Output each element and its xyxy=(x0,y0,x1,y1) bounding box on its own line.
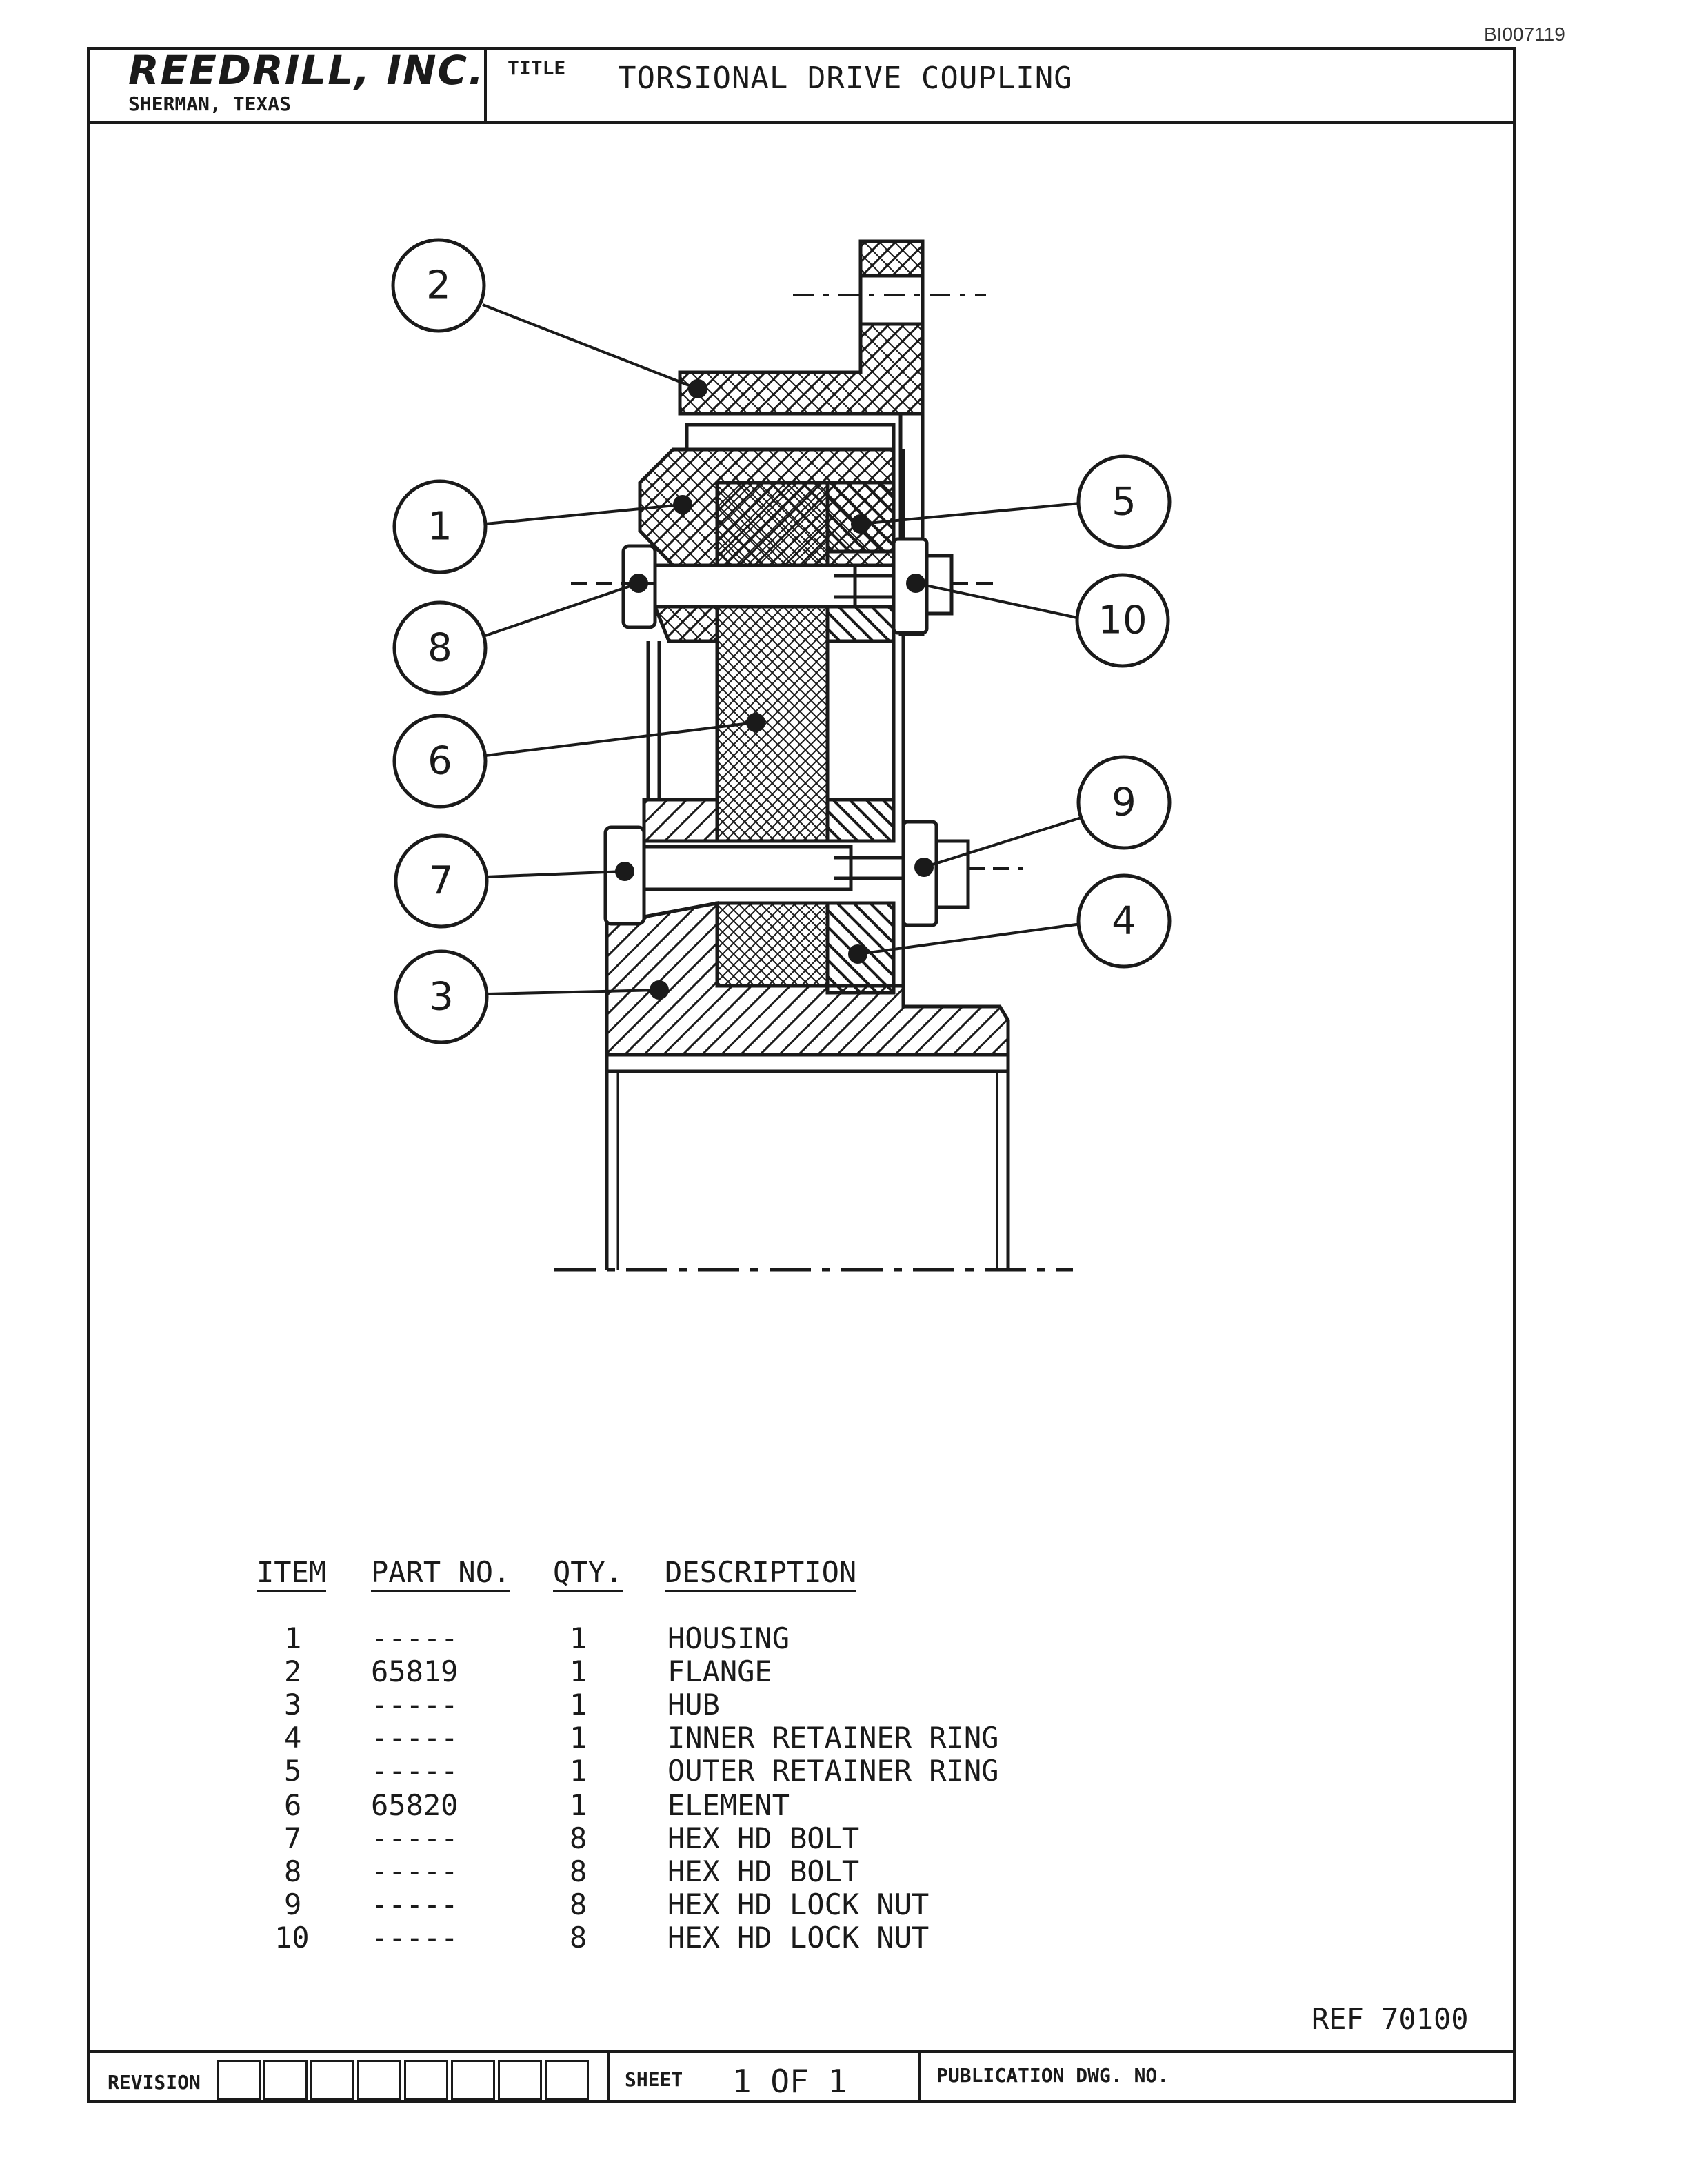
parts-cell-qty: 8 xyxy=(570,1888,587,1921)
revision-box xyxy=(498,2060,542,2100)
parts-cell-part-no: ----- xyxy=(371,1688,459,1721)
revision-box xyxy=(357,2060,401,2100)
publication-divider xyxy=(918,2050,921,2103)
callout-9: 9 xyxy=(1112,780,1136,825)
company-location: SHERMAN, TEXAS xyxy=(128,92,292,115)
parts-cell-description: HEX HD LOCK NUT xyxy=(667,1888,930,1921)
parts-cell-qty: 8 xyxy=(570,1821,587,1855)
sheet-value: 1 OF 1 xyxy=(732,2063,847,2100)
parts-header-description: DESCRIPTION xyxy=(665,1555,857,1593)
parts-cell-description: INNER RETAINER RING xyxy=(667,1721,999,1755)
parts-cell-qty: 8 xyxy=(570,1921,587,1954)
parts-cell-item: 4 xyxy=(284,1721,302,1755)
parts-header-part-no: PART NO. xyxy=(371,1555,511,1593)
parts-cell-description: HEX HD LOCK NUT xyxy=(667,1921,930,1954)
publication-dwg-label: PUBLICATION DWG. NO. xyxy=(936,2064,1169,2087)
callout-8: 8 xyxy=(428,626,452,671)
inner-retainer-ring-part xyxy=(825,798,896,995)
parts-cell-part-no: 65819 xyxy=(371,1655,459,1688)
parts-header-item: ITEM xyxy=(257,1555,327,1593)
company-name: REEDRILL, INC. xyxy=(128,47,485,94)
parts-cell-qty: 1 xyxy=(570,1655,587,1688)
parts-cell-item: 7 xyxy=(284,1821,302,1855)
callout-1: 1 xyxy=(428,505,452,549)
parts-cell-part-no: ----- xyxy=(371,1854,459,1888)
parts-cell-qty: 1 xyxy=(570,1621,587,1655)
parts-cell-description: HUB xyxy=(667,1688,720,1721)
sheet-divider xyxy=(607,2050,610,2103)
parts-cell-description: OUTER RETAINER RING xyxy=(667,1754,999,1788)
parts-cell-item: 3 xyxy=(284,1688,302,1721)
parts-cell-description: ELEMENT xyxy=(667,1788,790,1822)
callout-3: 3 xyxy=(429,975,454,1020)
parts-cell-item: 8 xyxy=(284,1854,302,1888)
hub-part xyxy=(605,798,1010,1073)
title-label: TITLE xyxy=(508,57,566,79)
element-part xyxy=(715,481,830,988)
revision-box xyxy=(545,2060,589,2100)
callout-4: 4 xyxy=(1112,899,1136,944)
parts-header-qty: QTY. xyxy=(553,1555,623,1593)
parts-cell-description: HEX HD BOLT xyxy=(667,1854,860,1888)
parts-cell-description: HEX HD BOLT xyxy=(667,1821,860,1855)
drawing-title: TORSIONAL DRIVE COUPLING xyxy=(618,61,1073,96)
parts-cell-qty: 1 xyxy=(570,1788,587,1822)
parts-cell-description: HOUSING xyxy=(667,1621,790,1655)
parts-cell-part-no: 65820 xyxy=(371,1788,459,1822)
parts-cell-item: 6 xyxy=(284,1788,302,1822)
reference-number: REF 70100 xyxy=(1312,2002,1469,2036)
parts-cell-item: 9 xyxy=(284,1888,302,1921)
callout-5: 5 xyxy=(1112,480,1136,525)
revision-strip xyxy=(87,2050,1516,2103)
callout-6: 6 xyxy=(428,739,452,784)
document-id: BI007119 xyxy=(1484,23,1565,45)
callout-7: 7 xyxy=(429,859,454,904)
title-block-divider xyxy=(484,47,487,124)
parts-cell-description: FLANGE xyxy=(667,1655,772,1688)
revision-box xyxy=(451,2060,495,2100)
parts-cell-item: 10 xyxy=(274,1921,310,1954)
callout-2: 2 xyxy=(426,263,451,308)
parts-cell-qty: 1 xyxy=(570,1721,587,1755)
revision-label: REVISION xyxy=(108,2071,201,2094)
parts-cell-part-no: ----- xyxy=(371,1754,459,1788)
revision-box xyxy=(404,2060,448,2100)
revision-box xyxy=(217,2060,261,2100)
parts-cell-part-no: ----- xyxy=(371,1888,459,1921)
parts-cell-part-no: ----- xyxy=(371,1721,459,1755)
parts-cell-qty: 1 xyxy=(570,1688,587,1721)
upper-bolt-part xyxy=(621,537,954,635)
parts-cell-item: 2 xyxy=(284,1655,302,1688)
parts-cell-part-no: ----- xyxy=(371,1621,459,1655)
revision-box xyxy=(263,2060,308,2100)
parts-cell-part-no: ----- xyxy=(371,1821,459,1855)
parts-cell-part-no: ----- xyxy=(371,1921,459,1954)
parts-cell-qty: 8 xyxy=(570,1854,587,1888)
parts-cell-qty: 1 xyxy=(570,1754,587,1788)
revision-box xyxy=(310,2060,354,2100)
outer-retainer-ring-part xyxy=(825,481,896,643)
parts-cell-item: 1 xyxy=(284,1621,302,1655)
callout-10: 10 xyxy=(1098,598,1147,643)
title-block xyxy=(87,47,1516,124)
drawing-frame xyxy=(87,47,1516,2103)
sheet-label: SHEET xyxy=(625,2068,683,2091)
parts-cell-item: 5 xyxy=(284,1754,302,1788)
